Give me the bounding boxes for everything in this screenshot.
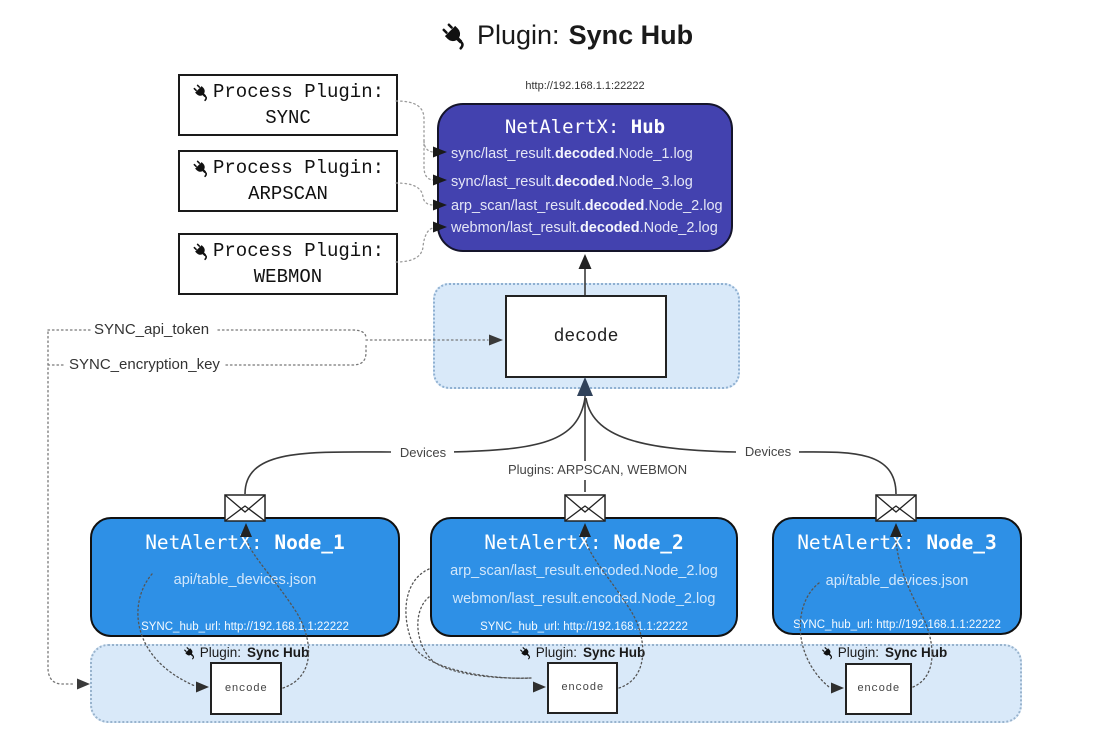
page-title: Plugin: Sync Hub (440, 20, 693, 51)
hub-log-line: sync/last_result.decoded.Node_1.log (451, 146, 693, 162)
process-plugin-box-webmon: Process Plugin: WEBMON (178, 233, 398, 295)
encoder1-box: encode (210, 662, 282, 715)
sync-api-token-label: SYNC_api_token (92, 321, 212, 338)
devices-left-label: Devices (392, 445, 454, 460)
process-plugin-name: WEBMON (253, 266, 323, 288)
process-plugin-name: ARPSCAN (248, 183, 328, 205)
node2-file: webmon/last_result.encoded.Node_2.log (452, 591, 716, 607)
node1-hub-url: SYNC_hub_url: http://192.168.1.1:22222 (141, 621, 349, 633)
node2-hub-url: SYNC_hub_url: http://192.168.1.1:22222 (480, 621, 688, 633)
hub-box: NetAlertX: Hub sync/last_result.decoded.… (437, 103, 733, 252)
encode-label: encode (561, 682, 604, 694)
decode-box: decode (505, 295, 667, 378)
encoder3-box: encode (845, 663, 912, 715)
node2-box: NetAlertX: Node_2 arp_scan/last_result.e… (430, 517, 738, 637)
process-plugin-label: Process Plugin: (212, 81, 385, 103)
title-name: Sync Hub (568, 20, 694, 50)
encode-label: encode (857, 683, 900, 695)
plug-icon (440, 21, 470, 51)
encoder2-plugin-label: Plugin:Sync Hub (502, 645, 662, 660)
arrow-into-band-left (77, 678, 90, 690)
node3-title: NetAlertX: Node_3 (797, 531, 997, 554)
decode-label: decode (553, 326, 619, 347)
encoder2-box: encode (547, 662, 618, 714)
hub-title-prefix: NetAlertX: (504, 116, 620, 138)
hub-url-label: http://192.168.1.1:22222 (525, 80, 645, 92)
hub-title-name: Hub (630, 116, 666, 138)
node1-box: NetAlertX: Node_1 api/table_devices.json… (90, 517, 400, 637)
process-plugin-box-arpscan: Process Plugin: ARPSCAN (178, 150, 398, 212)
plug-icon (821, 646, 835, 660)
plug-icon (192, 242, 211, 261)
process-plugin-box-sync: Process Plugin: SYNC (178, 74, 398, 136)
title-prefix: Plugin: (477, 20, 560, 50)
process-plugin-name: SYNC (265, 107, 311, 129)
arrow-up-into-hub (578, 254, 592, 269)
sync-encryption-key-label: SYNC_encryption_key (67, 356, 222, 373)
encoder3-plugin-label: Plugin:Sync Hub (804, 645, 964, 660)
devices-right-label: Devices (737, 444, 799, 459)
node3-hub-url: SYNC_hub_url: http://192.168.1.1:22222 (793, 619, 1001, 631)
plug-icon (192, 83, 211, 102)
node1-file: api/table_devices.json (173, 572, 317, 588)
node1-title: NetAlertX: Node_1 (145, 531, 345, 554)
hub-log-line: webmon/last_result.decoded.Node_2.log (451, 220, 718, 236)
plug-icon (519, 646, 533, 660)
encode-label: encode (224, 682, 268, 695)
node3-box: NetAlertX: Node_3 api/table_devices.json… (772, 517, 1022, 635)
plugins-mid-label: Plugins: ARPSCAN, WEBMON (505, 462, 687, 477)
plug-icon (183, 646, 197, 660)
node2-title: NetAlertX: Node_2 (484, 531, 684, 554)
encoder1-plugin-label: Plugin:Sync Hub (166, 645, 326, 660)
plug-icon (192, 159, 211, 178)
hub-log-line: arp_scan/last_result.decoded.Node_2.log (451, 198, 723, 214)
node3-file: api/table_devices.json (825, 573, 969, 589)
process-to-hub-dotted (395, 100, 435, 263)
hub-title: NetAlertX: Hub (439, 116, 731, 138)
process-plugin-label: Process Plugin: (212, 240, 385, 262)
node2-file: arp_scan/last_result.encoded.Node_2.log (450, 563, 718, 579)
hub-log-line: sync/last_result.decoded.Node_3.log (451, 174, 693, 190)
process-plugin-label: Process Plugin: (212, 157, 385, 179)
